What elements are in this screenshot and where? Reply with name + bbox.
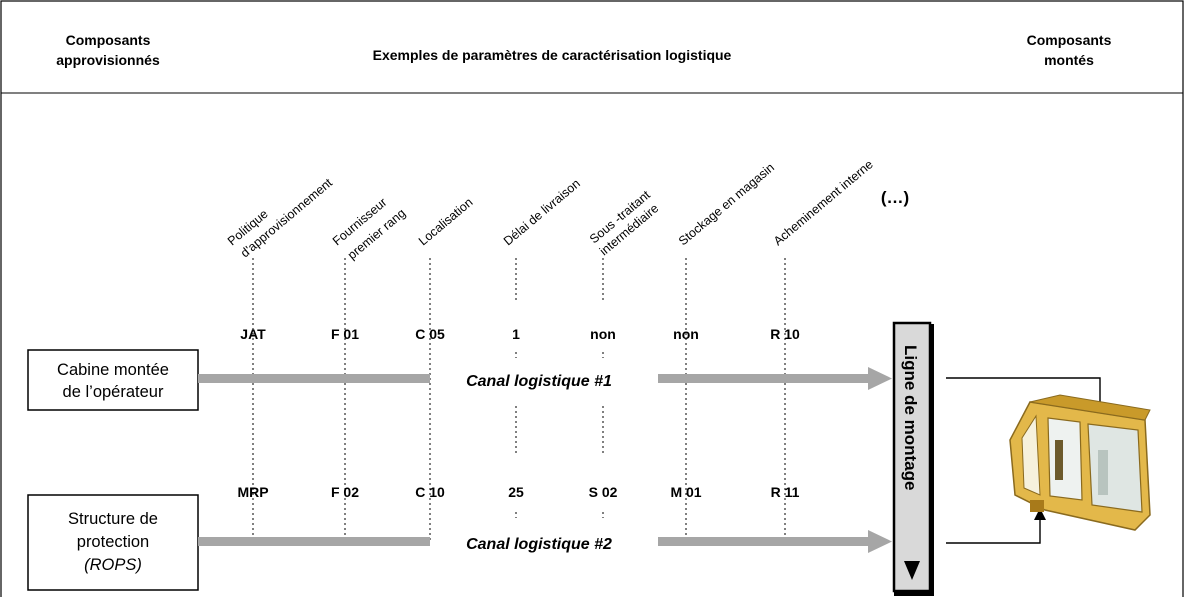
assembly-line-down-arrow-icon [904,561,920,580]
component-box-rops: Structure de protection (ROPS) [27,494,199,591]
ellipsis-label: (…) [881,188,909,207]
param-label-6: Stockage en magasin [676,160,777,248]
channel-arrowhead [868,530,892,553]
channel-2-value: R 11 [771,484,800,500]
component-box-frame [27,349,199,411]
channel-bar-segment [198,374,430,383]
channel-2-bar: Canal logistique #2 [198,530,892,553]
header-center-title: Exemples de paramètres de caractérisatio… [373,47,732,63]
channel-1-value: C 05 [415,326,445,342]
channel-2-value: F 02 [331,484,359,500]
param-label-4: Délai de livraison [501,176,583,248]
channel-bar-segment [658,537,870,546]
channel-1-label: Canal logistique #1 [466,373,612,390]
channel-bar-segment [658,374,870,383]
component-box-cabine: Cabine montée de l’opérateur [27,349,199,411]
channel-1-values: JAT F 01 C 05 1 non non R 10 [240,326,800,342]
component-name-line2: protection [77,533,149,551]
assembly-line-frame [892,321,932,593]
component-name-line1: Cabine montée [57,361,169,379]
channel-1-value: 1 [512,326,520,342]
param-label-3: Localisation [416,195,476,248]
assembly-connectors [946,377,1101,544]
assembly-line-box: Ligne de montage [892,321,934,596]
channel-1-value: R 10 [770,326,800,342]
operator-cab-icon [1009,394,1151,531]
channel-2-value: C 10 [415,484,445,500]
channel-2-values: MRP F 02 C 10 25 S 02 M 01 R 11 [237,484,799,500]
assembly-line-label: Ligne de montage [901,345,920,490]
connector-arrow-icon [1034,508,1046,520]
header-left-line1: Composants [66,32,151,48]
channel-2-label: Canal logistique #2 [466,536,612,553]
channel-1-bar: Canal logistique #1 [198,367,892,390]
header-right-line2: montés [1044,52,1094,68]
channel-1-value: JAT [240,326,266,342]
parameter-labels: Politique d'approvisionnement Fournisseu… [225,157,876,262]
channel-bar-segment [198,537,430,546]
component-name-line2: de l’opérateur [63,383,164,401]
connector-line [946,518,1041,544]
connector-line [946,377,1101,412]
component-box-frame [27,494,199,591]
channel-1-value: non [590,326,616,342]
component-name-line1: Structure de [68,510,158,528]
component-name-line3: (ROPS) [84,556,142,574]
channel-2-value: S 02 [589,484,618,500]
header-right-line1: Composants [1027,32,1112,48]
parameter-guide-lines [252,258,786,540]
header-left-line2: approvisionnés [56,52,160,68]
channel-2-value: MRP [237,484,268,500]
channel-1-value: non [673,326,699,342]
param-label-7: Acheminement interne [771,157,876,248]
channel-2-value: M 01 [670,484,701,500]
channel-2-value: 25 [508,484,524,500]
channel-arrowhead [868,367,892,390]
channel-1-value: F 01 [331,326,359,342]
